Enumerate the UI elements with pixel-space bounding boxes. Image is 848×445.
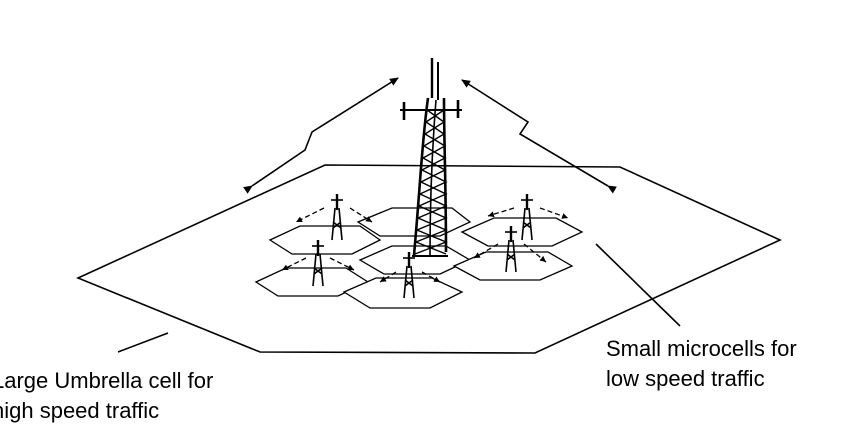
microcell-hexagon [356,207,472,237]
micro-tower-icon [331,194,343,241]
micro-tower-icon [521,194,533,241]
micro-tower-icons [312,194,533,299]
micro-tower-icon [403,252,415,299]
umbrella-link-arrows [243,77,617,194]
micro-tower-icon [505,226,517,273]
microcell-link-arrows [281,207,569,283]
micro-label-line1: Small microcells for [606,336,797,361]
microcell-hexagon [342,277,464,309]
micro-tower-icon [312,240,324,287]
microcell-hexagon [268,225,382,255]
umbrella-label-line2: high speed traffic [0,398,160,423]
umbrella-label-line1: Large Umbrella cell for [0,368,214,393]
micro-label-line2: low speed traffic [606,366,765,391]
micro-callout-line [595,243,681,327]
umbrella-callout-line [117,332,169,353]
macro-tower-icon [400,58,462,257]
